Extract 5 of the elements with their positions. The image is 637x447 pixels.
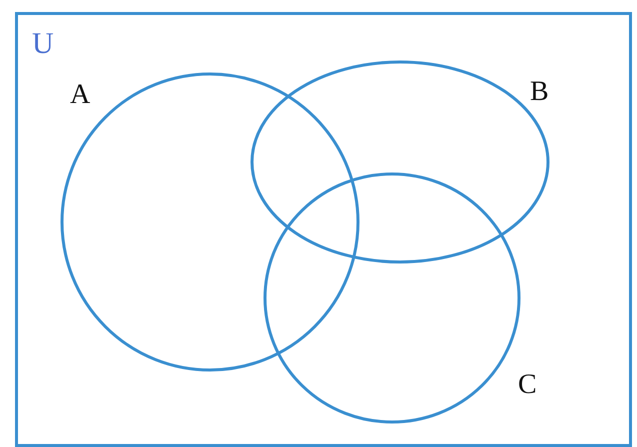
universe-label: U xyxy=(32,29,54,59)
universe-box xyxy=(15,12,632,447)
set-label: A xyxy=(70,80,90,110)
set-label: B xyxy=(530,77,549,107)
set-label: C xyxy=(518,370,537,400)
